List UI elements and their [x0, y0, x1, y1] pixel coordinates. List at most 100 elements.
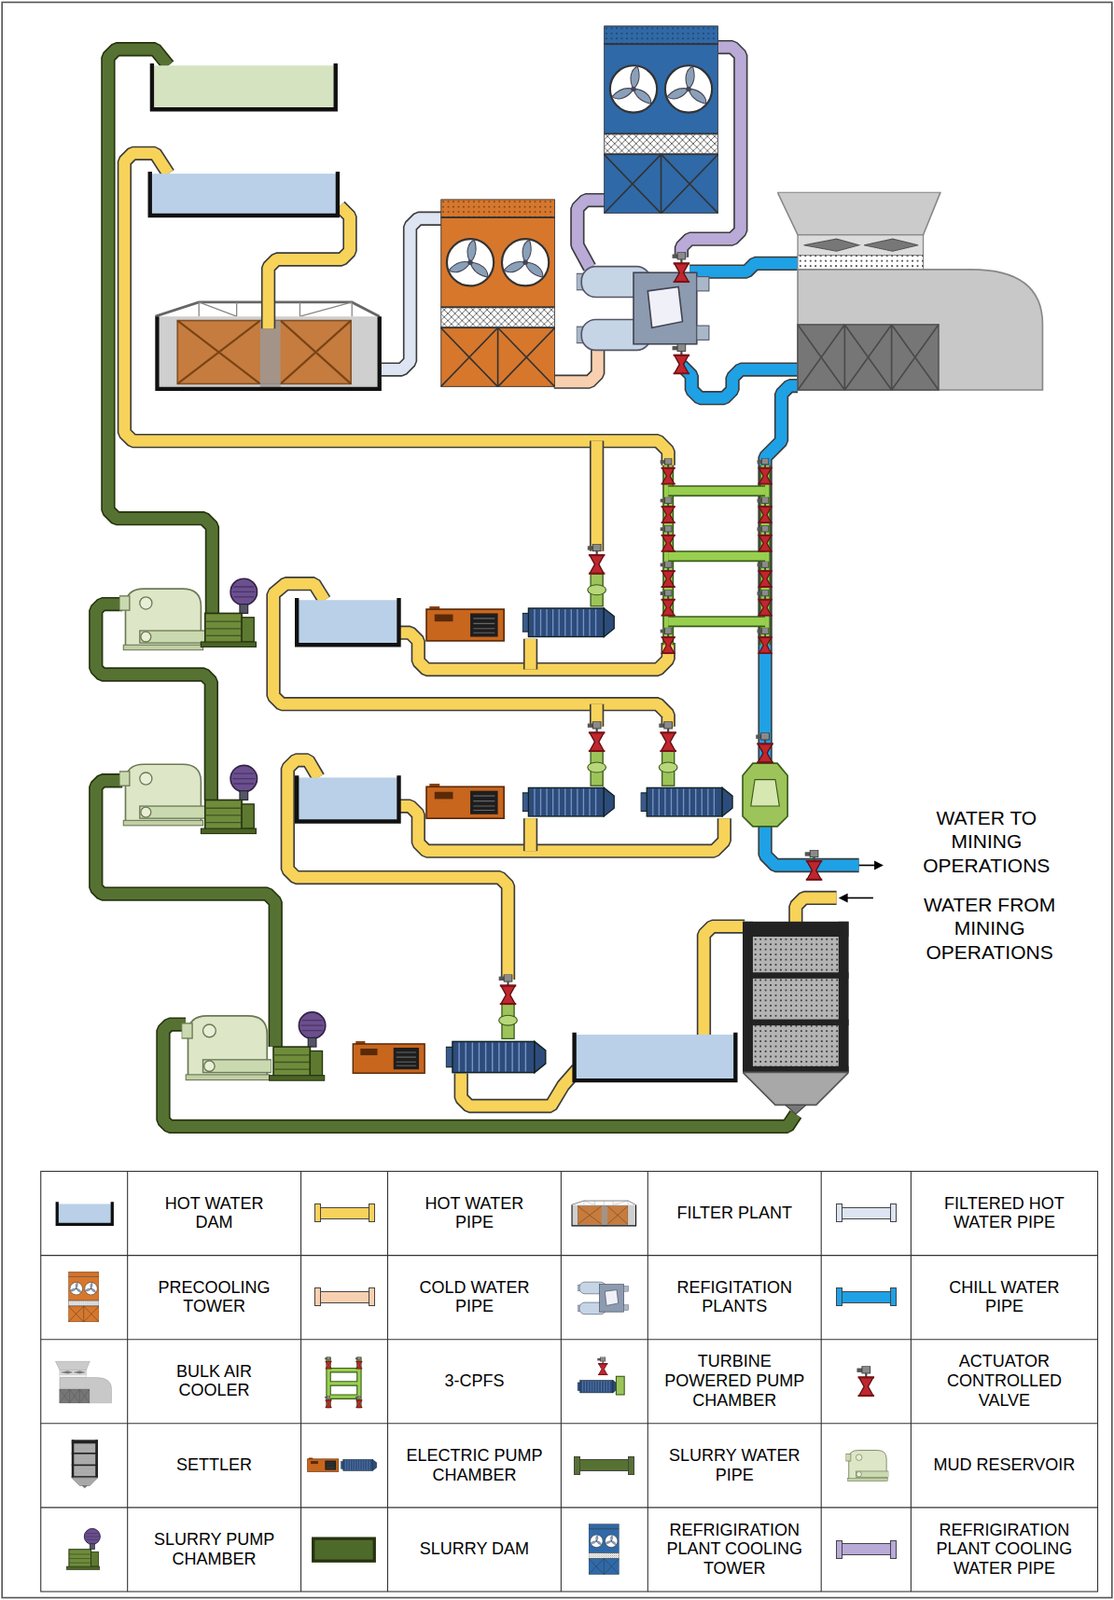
cpfs-frame: [668, 550, 766, 562]
hot-water-pipe: [287, 760, 508, 980]
actuator-valve: [587, 721, 606, 752]
legend-grid: [41, 1255, 1099, 1508]
turbine-pump-chamber: [751, 779, 780, 807]
electric-pump-chamber: [426, 783, 504, 819]
legend-icon: [588, 1524, 620, 1575]
flow-arrow: [838, 893, 849, 904]
actuator-valve: [660, 525, 676, 552]
legend-icon: [71, 1439, 98, 1489]
precooling-tower: [440, 198, 555, 387]
legend-icon: [55, 1200, 889, 1574]
hot-water-pipe: [525, 818, 537, 851]
filtered-hot-water-pipe: [379, 218, 444, 370]
hot-water-pipe: [124, 153, 836, 1106]
chill-water-pipe: [689, 263, 798, 272]
hot-water-dam: [149, 173, 339, 217]
legend-text: SLURRY DAM: [390, 1539, 557, 1560]
hot-water-pipe: [703, 926, 745, 1035]
hot-water-dam: [296, 598, 399, 645]
cold-water-pipe: [554, 348, 599, 382]
hot-water-pipe: [523, 818, 538, 851]
refrigeration-cooling-tower: [603, 26, 718, 214]
legend-text: SLURRY PUMP CHAMBER: [140, 1530, 289, 1569]
actuator-valve: [499, 251, 823, 1005]
pipe-swatch: [577, 1459, 632, 1472]
hot-water-pipe: [589, 441, 604, 552]
actuator-valve: [660, 458, 676, 485]
cpfs-frame: [668, 487, 766, 496]
pipe-flange: [314, 1287, 321, 1307]
filtered-hot-water-pipe: [379, 218, 444, 370]
flow-label: WATER TO MINING OPERATIONS: [916, 806, 1057, 878]
chill-water-pipe: [689, 263, 798, 272]
mud-reservoir: [181, 1016, 272, 1081]
actuator-valve: [587, 543, 606, 575]
turbine-pump-chamber: [742, 763, 788, 827]
slurry-dam: [151, 65, 337, 111]
pipe-swatch: [838, 1207, 893, 1220]
turbine-pump-chamber: [522, 608, 614, 638]
hot-water-dam: [150, 171, 338, 216]
refrigeration-cooling-water-pipe: [577, 200, 607, 268]
flow-arrow: [838, 861, 884, 904]
flow-arrow: [874, 861, 884, 871]
pipe-flange: [573, 1456, 581, 1476]
cpfs-frame: [668, 617, 766, 627]
hot-water-pipe: [273, 584, 669, 727]
turbine-pump-chamber: [522, 787, 614, 817]
hot-water-pipe: [273, 584, 669, 727]
legend-icon: [355, 1357, 363, 1370]
turbine-pump-chamber: [658, 762, 678, 773]
actuator-valve: [660, 627, 676, 655]
pipe-swatch: [838, 1543, 893, 1556]
hot-water-dam: [574, 1032, 737, 1081]
hot-water-piping-filter: [154, 206, 382, 390]
slurry-pump-chamber: [200, 578, 325, 1081]
cold-water-pipe: [554, 348, 599, 382]
legend-icon: [615, 1376, 625, 1395]
legend-icon: [313, 1538, 376, 1561]
legend-text: SETTLER: [131, 1455, 298, 1476]
bulk-air-cooler: [777, 192, 1043, 390]
legend-icon: [577, 1281, 629, 1315]
legend-text: MUD RESERVOIR: [919, 1455, 1088, 1476]
hot-water-pipe: [525, 639, 537, 670]
legend-text: REFIGITATION PLANTS: [660, 1278, 808, 1317]
slurry-dam: [151, 63, 337, 111]
pipe-flange: [835, 1203, 843, 1223]
hot-water-pipe: [591, 441, 603, 552]
legend-grid: [41, 1171, 1099, 1592]
legend-text: COLD WATER PIPE: [400, 1278, 548, 1317]
pipe-flange: [368, 1203, 376, 1223]
actuator-valve: [757, 497, 773, 524]
actuator-valve: [660, 589, 676, 616]
hot-water-pipe: [523, 639, 538, 670]
hot-water-piping-filter: [268, 206, 350, 329]
legend-icon: [68, 1271, 99, 1323]
legend-text: FILTERED HOT WATER PIPE: [930, 1194, 1078, 1233]
legend-text: BULK AIR COOLER: [149, 1362, 280, 1401]
hot-water-piping-filter: [268, 206, 350, 329]
hot-water-pipe: [124, 153, 669, 466]
legend-icon: [597, 1357, 608, 1377]
legend-icon: [328, 1357, 360, 1409]
actuator-valve: [755, 732, 774, 764]
legend-grid: [127, 1171, 912, 1592]
turbine-pump-chamber: [587, 584, 607, 596]
turbine-pump-chamber: [640, 787, 733, 817]
legend-text: PRECOOLING TOWER: [140, 1278, 289, 1317]
legend-icon: [55, 1203, 113, 1225]
hot-water-pipe: [703, 926, 745, 1035]
actuator-valve: [757, 627, 773, 655]
turbine-pump-chamber: [499, 1015, 518, 1026]
cpfs-frame: [668, 485, 766, 497]
pipe-flange: [835, 1540, 843, 1560]
cpfs-frame: [668, 615, 766, 627]
legend-text: FILTER PLANT: [651, 1203, 818, 1224]
actuator-valve: [672, 344, 691, 376]
actuator-valve: [757, 458, 773, 485]
slurry-dam: [152, 63, 336, 110]
cpfs-frame: [668, 465, 766, 645]
legend-text: TURBINE POWERED PUMP CHAMBER: [659, 1351, 809, 1410]
